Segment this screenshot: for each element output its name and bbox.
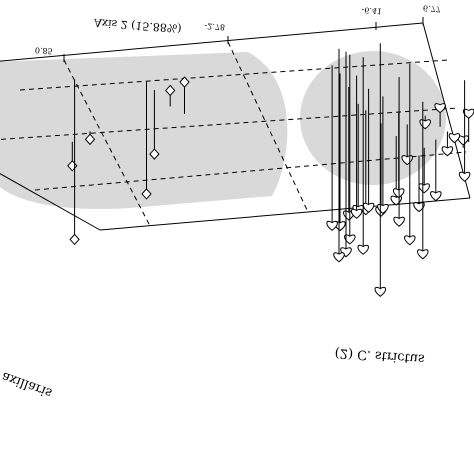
point-c-axillaris-8 bbox=[418, 183, 430, 194]
point-c-axillaris-3 bbox=[457, 135, 469, 146]
point-c-axillaris-29 bbox=[374, 286, 387, 297]
tick-label-4: 6.77 bbox=[423, 3, 441, 13]
point-c-axillaris-20 bbox=[350, 208, 363, 219]
point-c-axillaris-27 bbox=[340, 247, 352, 258]
point-c-axillaris-23 bbox=[326, 220, 338, 231]
point-c-axillaris-11 bbox=[430, 191, 442, 202]
point-2-c-strictus-7 bbox=[179, 76, 190, 88]
gridline-depth-2 bbox=[227, 41, 309, 213]
point-2-c-strictus-2 bbox=[84, 133, 96, 146]
point-2-c-strictus-1 bbox=[165, 84, 176, 97]
gridline-depth-1 bbox=[63, 59, 151, 227]
point-2-c-strictus-4 bbox=[149, 148, 160, 160]
group-ellipses bbox=[0, 51, 446, 209]
point-c-axillaris-18 bbox=[362, 202, 375, 213]
point-c-axillaris-28 bbox=[333, 252, 345, 263]
tick-label-1: 0.85 bbox=[35, 45, 53, 55]
tick-label-2: -2.78 bbox=[204, 21, 225, 31]
plane-edge-left bbox=[0, 173, 101, 231]
point-2-c-strictus-6 bbox=[69, 233, 80, 246]
plane-edge-front bbox=[99, 197, 471, 231]
group-label-c-strictus: (2) C. strictus bbox=[334, 345, 425, 366]
point-c-axillaris-10 bbox=[413, 202, 425, 213]
point-c-axillaris-24 bbox=[404, 235, 416, 246]
axis-2-label: Axis 2 (15.88%) bbox=[92, 16, 182, 35]
plane-edge-back bbox=[0, 22, 424, 62]
point-c-axillaris-26 bbox=[344, 234, 356, 245]
gridline-width-3 bbox=[34, 151, 467, 191]
point-c-axillaris-31 bbox=[458, 171, 471, 182]
point-c-axillaris-4 bbox=[434, 103, 446, 114]
point-c-axillaris-21 bbox=[393, 216, 405, 227]
group-label-c-axillaris: C. axillaris bbox=[0, 362, 54, 400]
point-c-axillaris-5 bbox=[448, 133, 461, 144]
tick-label-3: -6.41 bbox=[361, 5, 382, 15]
point-c-axillaris-7 bbox=[441, 146, 454, 157]
plane-edge-right bbox=[422, 22, 471, 199]
point-2-c-strictus-5 bbox=[141, 188, 152, 200]
point-c-axillaris-25 bbox=[357, 244, 369, 255]
data-marks bbox=[67, 43, 474, 297]
point-c-axillaris-30 bbox=[417, 249, 429, 260]
